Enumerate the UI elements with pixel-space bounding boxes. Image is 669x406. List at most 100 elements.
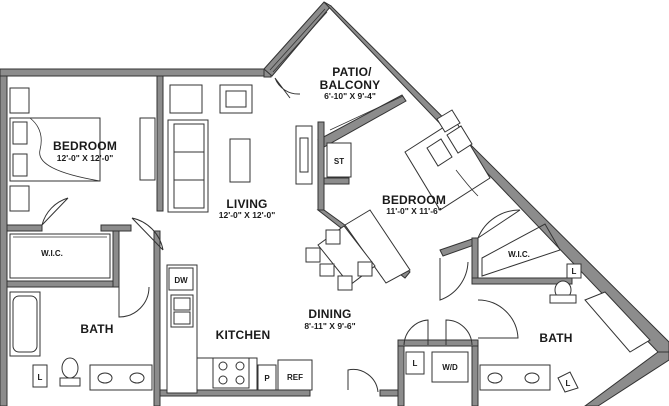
toilet-2-tank — [549, 294, 577, 304]
sink-1a — [97, 372, 113, 384]
kitchen-fixtures: DW P REF — [131, 217, 313, 394]
dresser-1 — [139, 117, 156, 181]
sink-2b — [524, 372, 540, 384]
dishwasher — [168, 267, 194, 291]
bedroom1-dims: 12'-0" X 12'-0" — [57, 153, 114, 163]
door-laundry-a — [403, 319, 429, 346]
bath2-name: BATH — [539, 331, 572, 345]
wall-bedroom-south-b — [100, 224, 132, 232]
pillow-2b — [446, 125, 473, 154]
washer-dryer — [431, 351, 469, 383]
wall-storage-west — [317, 121, 325, 211]
wic1-shelf — [9, 233, 111, 279]
wic1-label: W.I.C. — [41, 249, 63, 258]
tub-2 — [584, 291, 651, 353]
door-entry — [347, 369, 379, 393]
wall-entry-south — [379, 389, 399, 397]
door-bedroom1 — [41, 197, 69, 226]
nightstand-bottom — [9, 185, 30, 212]
dining-chair-2 — [325, 229, 341, 245]
bed-2 — [404, 119, 491, 211]
end-table-left — [169, 84, 203, 114]
refrigerator — [277, 359, 313, 391]
dining-chair-3 — [337, 275, 353, 291]
burner-2 — [235, 361, 245, 371]
room-labels: BEDROOM 12'-0" X 12'-0" LIVING 12'-0" X … — [53, 65, 572, 345]
nightstand-2 — [436, 109, 461, 133]
dining-chair-1 — [305, 247, 321, 263]
linen-2-label: L — [413, 359, 418, 368]
toilet-1-tank — [59, 377, 81, 387]
refrigerator-label: REF — [287, 373, 303, 382]
window-patio — [269, 8, 326, 71]
bedroom2-furniture — [344, 109, 521, 284]
burner-4 — [235, 375, 245, 385]
pillow-1b — [12, 153, 28, 177]
linen-1 — [32, 364, 48, 388]
door-bath1 — [118, 286, 150, 318]
burner-1 — [218, 361, 228, 371]
storage-closet — [326, 142, 352, 178]
linen-2 — [405, 351, 425, 375]
window-patio-inner — [272, 11, 328, 73]
bath1-fixtures: L — [9, 286, 153, 391]
wic1: W.I.C. — [9, 233, 111, 279]
kitchen-name: KITCHEN — [216, 328, 271, 342]
patio-name-2: BALCONY — [320, 78, 381, 92]
living-dims: 12'-0" X 12'-0" — [219, 210, 276, 220]
wall-wic-east — [112, 230, 120, 288]
range — [212, 357, 250, 389]
wall-storage-south — [323, 177, 350, 185]
dining-dims: 8'-11" X 9'-6" — [304, 321, 355, 331]
door-bedroom1-hall — [131, 217, 164, 251]
pantry — [257, 364, 277, 391]
wall-wic2-west — [471, 237, 479, 283]
door-bedroom2 — [477, 209, 521, 239]
pantry-label: P — [264, 374, 270, 383]
linen-4 — [557, 371, 579, 393]
sofa-cushion-3 — [173, 179, 205, 209]
bedroom1-name: BEDROOM — [53, 139, 117, 153]
door-patio — [274, 77, 301, 99]
toilet-1 — [61, 357, 79, 379]
dining-chair-5 — [319, 263, 335, 277]
nightstand-top — [9, 87, 30, 114]
bed-1-sheet — [29, 117, 101, 182]
wall-laundry-north — [397, 339, 479, 347]
tub-1-inner — [12, 295, 38, 353]
tv — [299, 137, 309, 173]
wall-wic2-south — [471, 277, 573, 285]
kitchen-sink-b — [173, 311, 191, 325]
dining-chair-4 — [357, 261, 373, 277]
wall-bedroom2-south — [439, 237, 478, 257]
wic2: W.I.C. — [481, 223, 561, 277]
linen-3 — [566, 263, 582, 279]
pillow-2a — [426, 138, 453, 167]
sink-1b — [129, 372, 145, 384]
bedroom2-name: BEDROOM — [382, 193, 446, 207]
coffee-table — [229, 138, 251, 183]
wall-bedroom-south-a — [6, 224, 43, 232]
wall-north — [0, 68, 269, 77]
bath1-name: BATH — [80, 322, 113, 336]
patio-name-1: PATIO/ — [332, 65, 372, 79]
wall-laundry-west — [397, 344, 405, 406]
window-bedroom2-door — [329, 95, 404, 131]
wic2-label: W.I.C. — [508, 250, 530, 259]
door-laundry-b — [445, 319, 473, 346]
burner-3 — [218, 375, 228, 385]
wall-west — [0, 68, 8, 406]
living-furniture — [167, 84, 313, 213]
sink-2a — [487, 372, 503, 384]
washer-dryer-label: W/D — [442, 363, 458, 372]
patio: ST — [326, 142, 352, 178]
dining-furniture — [305, 225, 376, 291]
door-bath2 — [477, 299, 519, 339]
living-name: LIVING — [226, 197, 267, 211]
bed-2-sheet — [455, 169, 479, 197]
sofa-cushion-2 — [173, 151, 205, 181]
kitchen-sink-a — [173, 297, 191, 311]
